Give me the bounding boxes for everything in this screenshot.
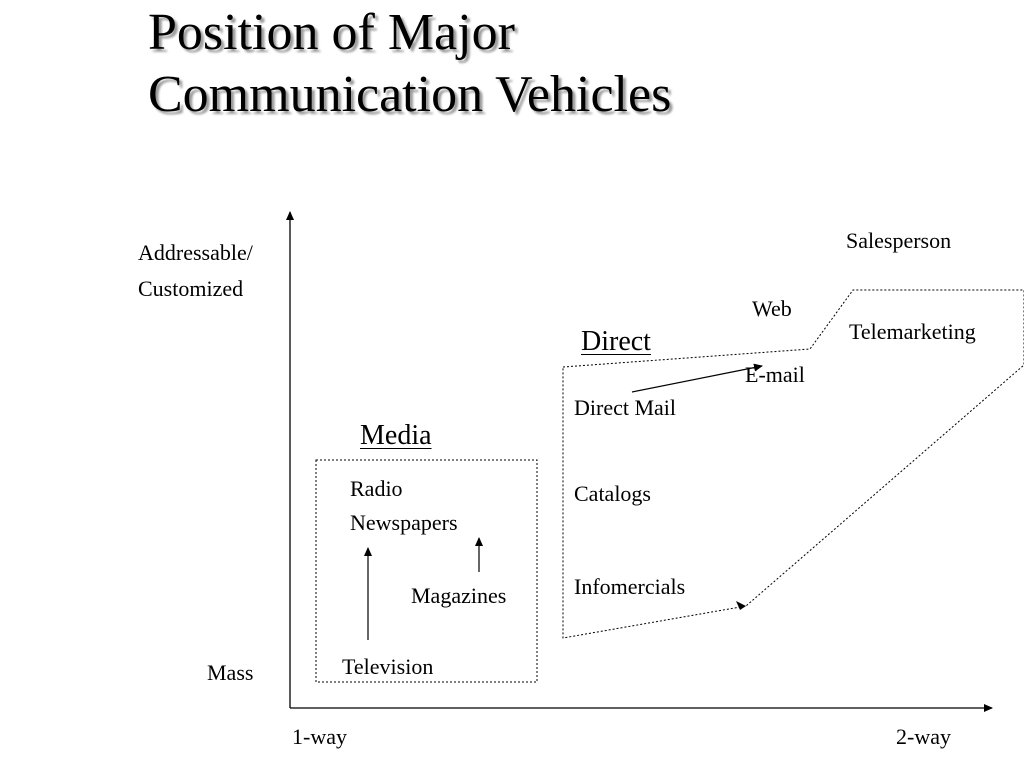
media-item-television: Television (342, 654, 434, 679)
slide-title: Position of Major Communication Vehicles (148, 2, 671, 126)
media-item-newspapers: Newspapers (350, 510, 458, 535)
directmail-to-email-arrow (631, 363, 763, 393)
direct-item-salesperson: Salesperson (846, 228, 952, 253)
direct-header: Direct (581, 326, 651, 357)
media-item-radio: Radio (350, 476, 403, 501)
y-axis-bottom-label: Mass (207, 660, 254, 685)
direct-item-infomercials: Infomercials (574, 574, 686, 599)
direct-item-catalogs: Catalogs (574, 481, 651, 506)
direct-item-telemarketing: Telemarketing (849, 319, 976, 344)
x-axis-left-label: 1-way (292, 724, 347, 749)
y-axis-top-label-line1: Addressable/ (138, 240, 253, 265)
media-header: Media (360, 420, 432, 451)
media-item-magazines: Magazines (411, 583, 507, 608)
title-line-1: Position of Major (148, 4, 515, 61)
direct-region (562, 289, 1024, 639)
y-axis-top-label-line2: Customized (138, 276, 244, 301)
title-line-2: Communication Vehicles (148, 66, 672, 123)
direct-item-email: E-mail (745, 362, 805, 387)
infomercials-arrowhead (736, 601, 746, 610)
direct-item-direct-mail: Direct Mail (574, 395, 677, 420)
media-region (315, 459, 538, 683)
direct-item-web: Web (752, 296, 792, 321)
x-axis-right-label: 2-way (896, 724, 951, 749)
